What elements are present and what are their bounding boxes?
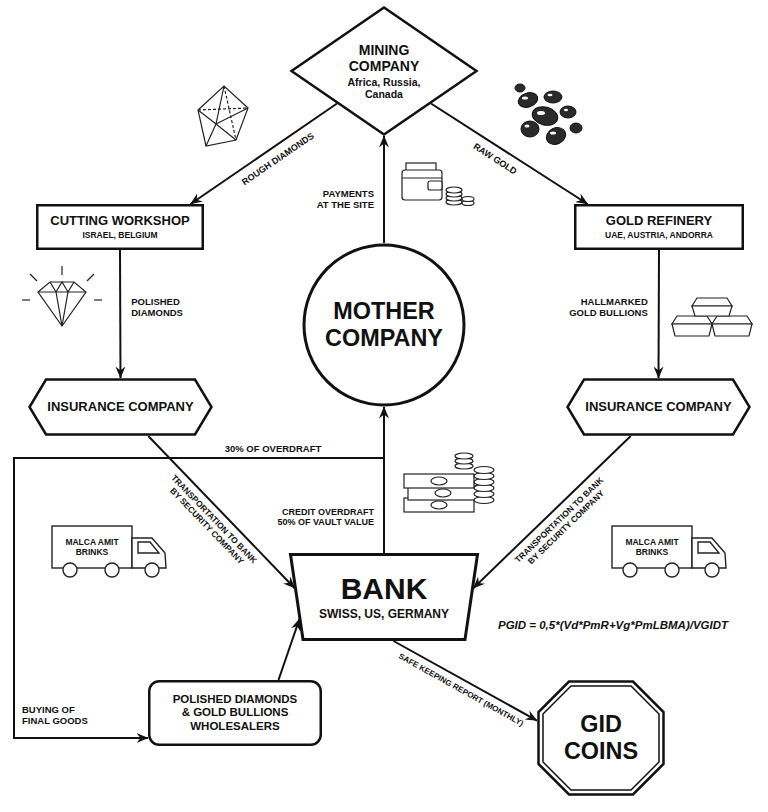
- edge-label: PAYMENTS AT THE SITE: [292, 189, 376, 211]
- node-title: INSURANCE COMPANY: [47, 400, 193, 415]
- node-content: MOTHER COMPANY: [302, 243, 466, 407]
- edge-label: CREDIT OVERDRAFT 50% OF VAULT VALUE: [262, 506, 376, 527]
- vehicle-label: MALCA AMIT BRINKS: [54, 538, 130, 558]
- node-title: INSURANCE COMPANY: [585, 400, 731, 415]
- node-subtitle: Africa, Russia, Canada: [328, 76, 440, 100]
- vehicle-label: MALCA AMIT BRINKS: [614, 538, 690, 558]
- node-title: MOTHER COMPANY: [309, 298, 459, 352]
- flow-arrow: [279, 619, 300, 680]
- edge-label: SAFE KEEPING REPORT (MONTHLY): [395, 650, 527, 729]
- octagon-box: GID COINS: [537, 680, 665, 796]
- armored-truck-icon: [52, 526, 166, 577]
- edge-label: POLISHED DIAMONDS: [129, 297, 205, 319]
- gold-bars-icon: [672, 298, 752, 336]
- rounded-box: POLISHED DIAMONDS & GOLD BULLIONS WHOLES…: [148, 680, 322, 746]
- formula-text: PGID = 0,5*(Vd*PmR+Vg*PmLBMA)/VGIDT: [496, 619, 730, 632]
- node-title: MINING COMPANY: [334, 42, 434, 74]
- edge-label: HALLMARKED GOLD BULLIONS: [556, 297, 650, 319]
- node-content: GOLD REFINERY UAE, AUSTRIA, ANDORRA: [574, 204, 744, 250]
- process-box: GOLD REFINERY UAE, AUSTRIA, ANDORRA: [574, 204, 744, 250]
- node-content: INSURANCE COMPANY: [566, 378, 751, 436]
- node-title: GID COINS: [546, 711, 656, 765]
- node-title: GOLD REFINERY: [606, 214, 712, 229]
- edge-label: ROUGH DIAMONDS: [238, 129, 317, 188]
- node-title: POLISHED DIAMONDS & GOLD BULLIONS WHOLES…: [169, 693, 301, 733]
- flow-note: BUYING OF FINAL GOODS: [20, 705, 106, 727]
- flow-arrow: [431, 104, 588, 205]
- money-stack-icon: [404, 453, 494, 512]
- node-content: MINING COMPANYAfrica, Russia, Canada: [290, 6, 478, 136]
- decision-diamond: MINING COMPANYAfrica, Russia, Canada: [290, 6, 478, 136]
- hexagon-box: INSURANCE COMPANY: [566, 378, 751, 436]
- hub-circle: MOTHER COMPANY: [302, 243, 466, 407]
- node-content: BANKSWISS, US, GERMANY: [289, 553, 479, 641]
- rough-diamond-icon: [198, 86, 248, 146]
- polished-diamond-icon: [22, 266, 102, 326]
- flow-arrow: [473, 436, 630, 588]
- edge-label: 30% OF OVERDRAFT: [223, 444, 324, 455]
- bank-trapezoid: BANKSWISS, US, GERMANY: [289, 553, 479, 641]
- wallet-coins-icon: [402, 163, 474, 206]
- flow-arrow: [383, 136, 385, 243]
- flow-arrow: [394, 641, 538, 721]
- node-subtitle: SWISS, US, GERMANY: [319, 608, 449, 622]
- node-content: POLISHED DIAMONDS & GOLD BULLIONS WHOLES…: [148, 680, 322, 746]
- edge-label: TRANSPORTATION TO BANK BY SECURITY COMPA…: [155, 467, 265, 580]
- node-subtitle: UAE, AUSTRIA, ANDORRA: [605, 231, 713, 241]
- armored-truck-icon: [612, 526, 726, 577]
- node-content: CUTTING WORKSHOP ISRAEL, BELGIUM: [36, 204, 204, 250]
- edge-label: TRANSPORTATION TO BANK BY SECURITY COMPA…: [507, 469, 620, 579]
- node-subtitle: ISRAEL, BELGIUM: [82, 231, 157, 241]
- node-content: INSURANCE COMPANY: [28, 378, 213, 436]
- flow-arrow: [658, 250, 661, 378]
- process-box: CUTTING WORKSHOP ISRAEL, BELGIUM: [36, 204, 204, 250]
- node-title: CUTTING WORKSHOP: [50, 214, 189, 229]
- gold-nuggets-icon: [515, 84, 582, 147]
- node-content: GID COINS: [537, 680, 665, 796]
- flow-arrow: [119, 250, 122, 378]
- hexagon-box: INSURANCE COMPANY: [28, 378, 213, 436]
- node-title: BANK: [341, 572, 428, 607]
